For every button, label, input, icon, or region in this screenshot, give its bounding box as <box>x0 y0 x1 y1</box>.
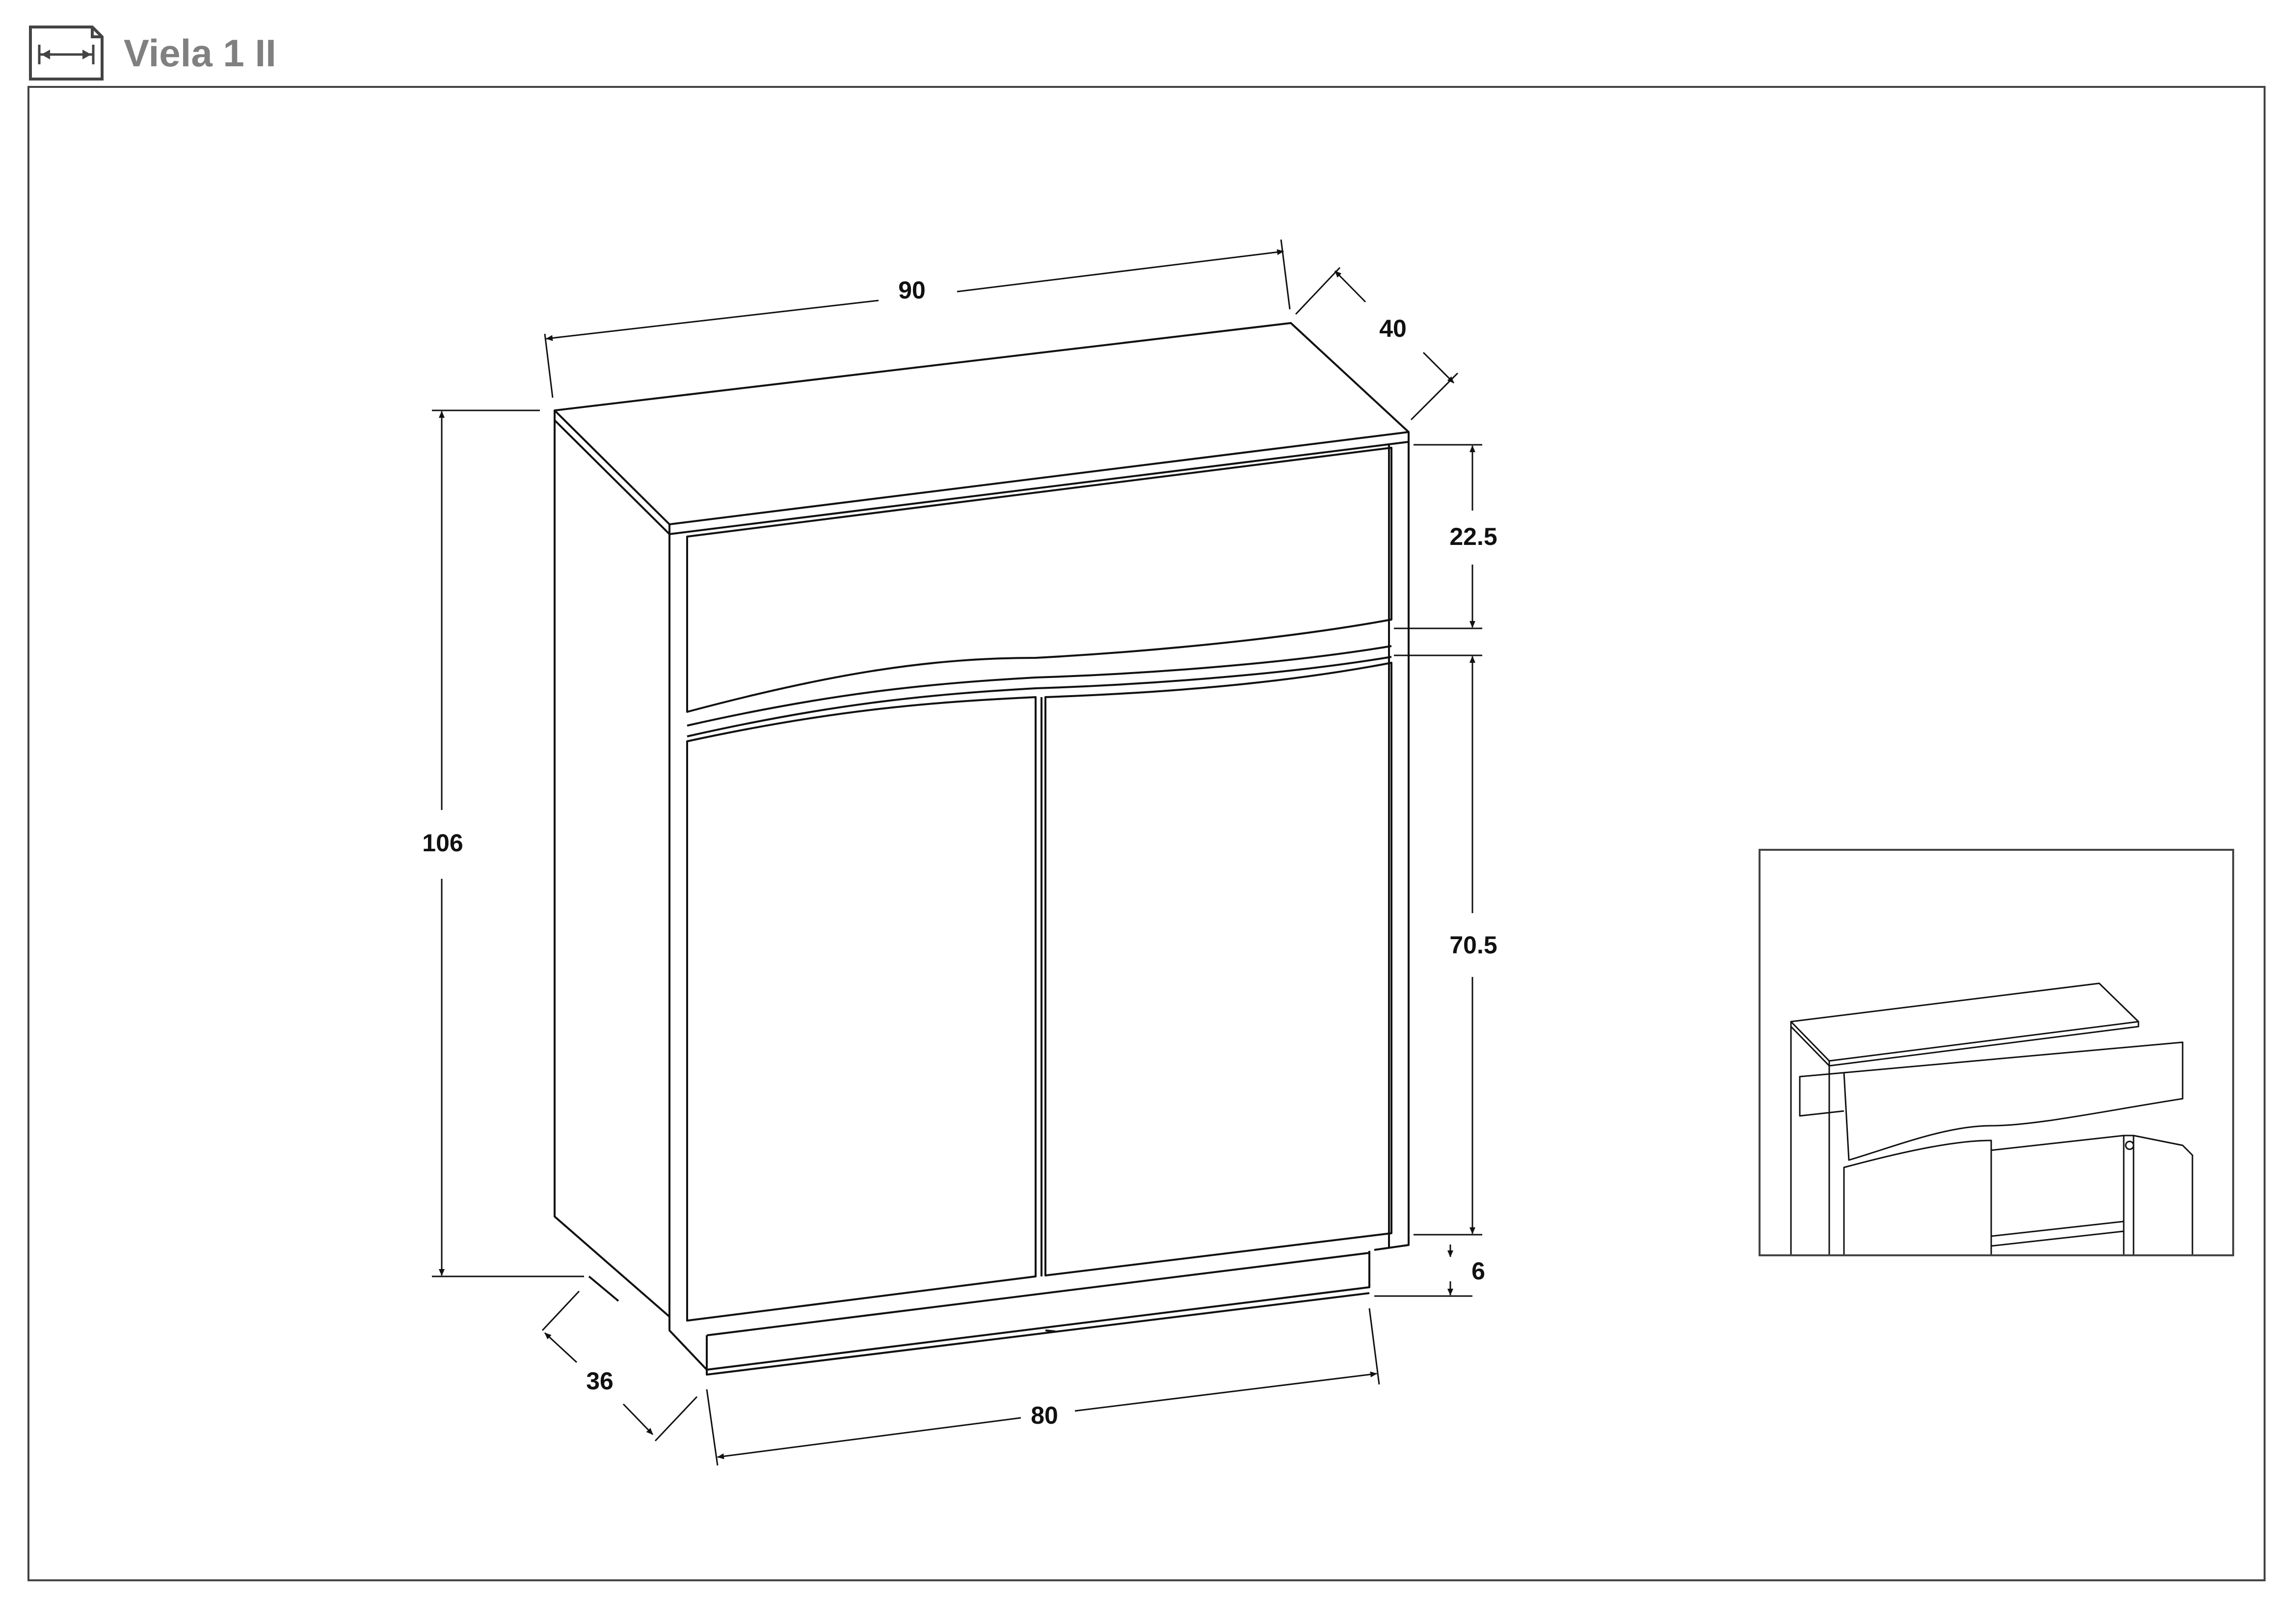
dimension-lines <box>432 239 1482 1466</box>
dimension-label-depth-top: 40 <box>1379 315 1407 342</box>
header: Viela 1 II <box>27 19 276 87</box>
dimension-label-height-total: 106 <box>422 829 463 857</box>
page-title: Viela 1 II <box>124 31 276 75</box>
dimension-labels: 90 40 106 22.5 70.5 6 36 80 <box>422 276 1497 1429</box>
dimension-label-doors-height: 70.5 <box>1449 931 1497 959</box>
dimension-label-width-bottom: 80 <box>1031 1402 1058 1429</box>
cabinet-outline <box>554 322 1410 1376</box>
dimension-label-plinth-height: 6 <box>1471 1257 1485 1285</box>
dimension-label-width-top: 90 <box>898 276 926 304</box>
drawing-frame <box>27 86 2266 1581</box>
inset-open-view <box>1759 849 2234 1421</box>
dimension-label-drawer-height: 22.5 <box>1449 523 1497 550</box>
open-cabinet-illustration <box>1790 982 2193 1421</box>
dimension-label-depth-bottom: 36 <box>586 1367 614 1395</box>
dimensions-icon <box>29 26 104 81</box>
